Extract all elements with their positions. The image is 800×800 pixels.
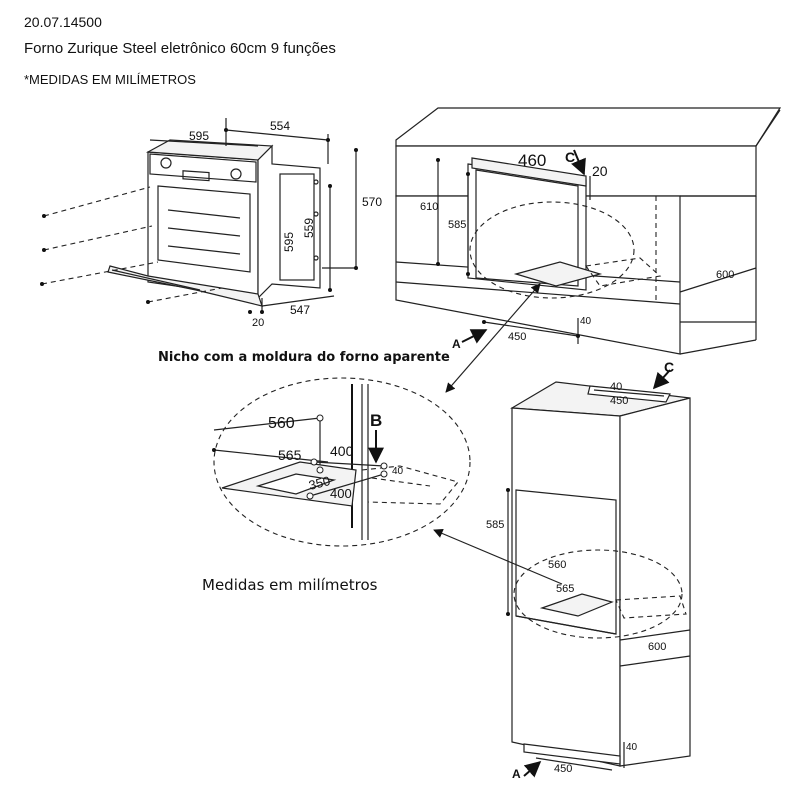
counter-dim-450: 450 [508, 331, 526, 343]
counter-dim-585: 585 [448, 219, 466, 231]
tower-dim-600: 600 [648, 641, 666, 653]
tower-dim-450-bottom: 450 [554, 763, 572, 775]
tower-label-a: A [512, 767, 521, 781]
detail-dim-400-top: 400 [330, 443, 354, 459]
tower-dim-585: 585 [486, 519, 504, 531]
counter-label-a: A [452, 337, 461, 351]
counter-dim-460: 460 [518, 151, 546, 170]
niche-detail-drawing: 560 B 565 400 40 350 400 [212, 377, 471, 547]
counter-dim-40: 40 [580, 316, 592, 327]
product-code: 20.07.14500 [24, 14, 102, 30]
oven-dim-559: 559 [302, 218, 316, 238]
detail-dim-560: 560 [268, 415, 295, 432]
tower-dim-40-top: 40 [610, 381, 622, 393]
tower-installation-drawing: 40 C 450 585 560 565 600 40 A 450 [433, 359, 691, 781]
counter-dim-610: 610 [420, 201, 438, 213]
detail-dim-40: 40 [392, 466, 404, 477]
units-note: *MEDIDAS EM MILÍMETROS [24, 72, 196, 87]
tower-dim-565: 565 [556, 583, 574, 595]
detail-dim-350: 350 [307, 473, 332, 493]
counter-label-c: C [565, 149, 575, 165]
oven-dim-547: 547 [290, 303, 310, 317]
tower-dim-40-bottom: 40 [626, 742, 638, 753]
oven-dim-595-width: 595 [189, 129, 209, 143]
tower-label-c: C [664, 359, 674, 375]
detail-dim-400-bottom: 400 [330, 486, 352, 501]
detail-dim-565: 565 [278, 447, 302, 463]
oven-dim-20: 20 [252, 317, 264, 329]
niche-caption: Nicho com a moldura do forno aparente [158, 350, 450, 365]
counter-dim-20: 20 [592, 163, 608, 179]
measures-caption: Medidas em milímetros [202, 576, 378, 594]
tower-dim-450-top: 450 [610, 395, 628, 407]
tower-dim-560: 560 [548, 559, 566, 571]
oven-dim-595-height: 595 [282, 232, 296, 252]
oven-drawing: 595 554 570 595 559 20 547 [40, 118, 382, 329]
counter-dim-600: 600 [716, 269, 734, 281]
product-title: Forno Zurique Steel eletrônico 60cm 9 fu… [24, 40, 336, 57]
oven-dim-570: 570 [362, 195, 382, 209]
counter-installation-drawing: 460 C 20 610 585 600 A 450 40 [395, 107, 782, 393]
oven-dim-554: 554 [270, 119, 290, 133]
detail-label-b: B [370, 411, 382, 430]
